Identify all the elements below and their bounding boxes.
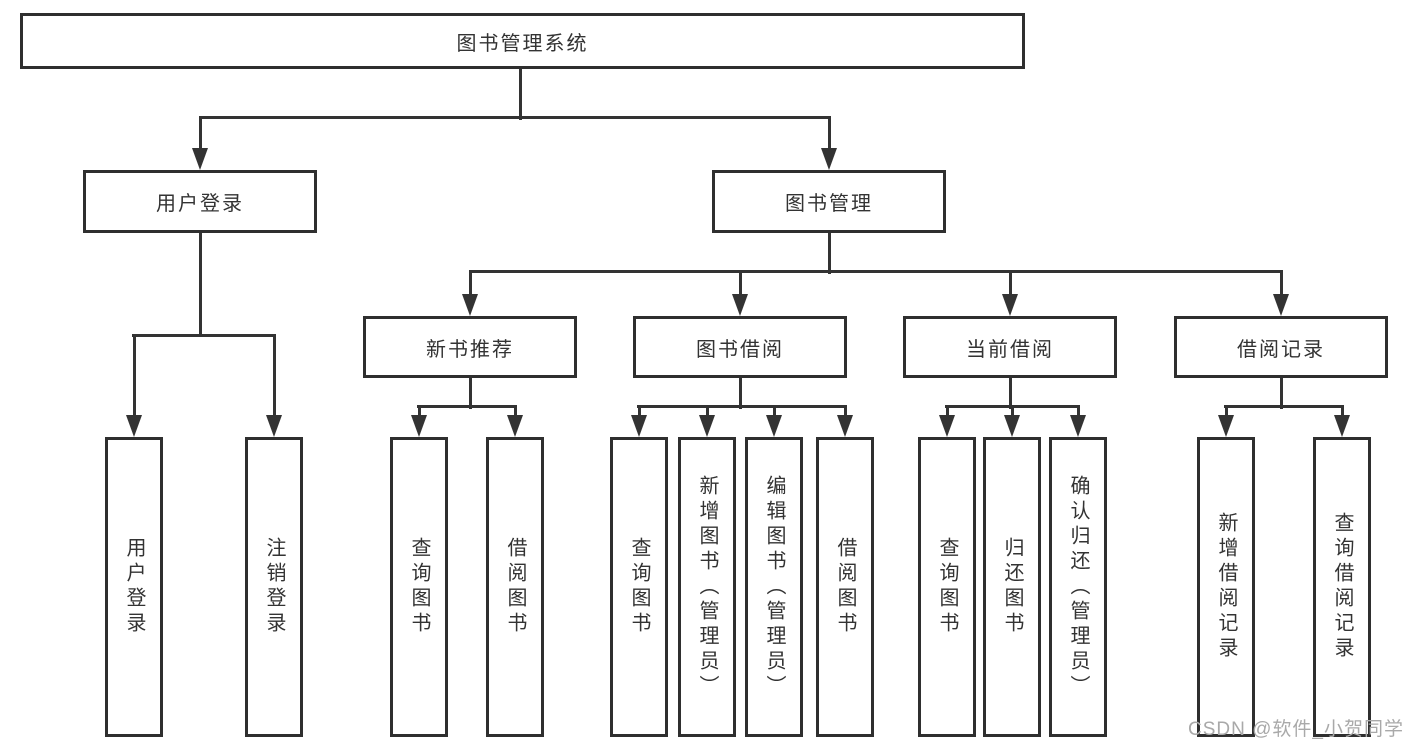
- connector-line: [828, 233, 831, 274]
- leaf-borrow-add-books-admin: 新增图书（管理员）: [678, 437, 736, 737]
- node-new-book-recommend-label: 新书推荐: [426, 338, 514, 361]
- leaf-records-query-record: 查询借阅记录: [1313, 437, 1371, 737]
- connector-line: [418, 406, 421, 418]
- leaf-current-return-books: 归还图书: [983, 437, 1041, 737]
- connector-line: [199, 116, 831, 119]
- leaf-current-query-books-label: 查询图书: [936, 537, 958, 637]
- leaf-recommend-query-books: 查询图书: [390, 437, 448, 737]
- connector-line: [519, 68, 522, 120]
- connector-line: [469, 270, 1283, 273]
- node-book-management-label: 图书管理: [785, 193, 873, 215]
- node-library-system-label: 图书管理系统: [456, 32, 589, 55]
- connector-line: [945, 405, 1080, 408]
- leaf-user-login-label: 用户登录: [123, 537, 145, 637]
- connector-arrowhead: [462, 294, 478, 316]
- connector-arrowhead: [1218, 415, 1234, 437]
- leaf-borrow-edit-books-admin-label: 编辑图书（管理员）: [763, 474, 785, 700]
- connector-arrowhead: [631, 415, 647, 437]
- leaf-current-query-books: 查询图书: [918, 437, 976, 737]
- leaf-user-login: 用户登录: [105, 437, 163, 737]
- connector-line: [1280, 376, 1283, 409]
- connector-line: [1009, 271, 1012, 296]
- connector-arrowhead: [699, 415, 715, 437]
- connector-arrowhead: [1002, 294, 1018, 316]
- node-current-borrow: 当前借阅: [903, 316, 1117, 378]
- connector-line: [739, 271, 742, 296]
- connector-line: [773, 406, 776, 418]
- connector-line: [469, 376, 472, 409]
- leaf-borrow-edit-books-admin: 编辑图书（管理员）: [745, 437, 803, 737]
- node-book-borrow: 图书借阅: [633, 316, 847, 378]
- connector-line: [828, 117, 831, 150]
- connector-arrowhead: [1070, 415, 1086, 437]
- connector-line: [1280, 271, 1283, 296]
- node-book-borrow-label: 图书借阅: [696, 338, 784, 361]
- connector-line: [946, 406, 949, 418]
- leaf-current-return-books-label: 归还图书: [1001, 537, 1023, 637]
- connector-line: [1011, 406, 1014, 418]
- connector-line: [1341, 406, 1344, 418]
- connector-line: [469, 271, 472, 296]
- connector-line: [844, 406, 847, 418]
- node-borrow-records: 借阅记录: [1174, 316, 1388, 378]
- connector-line: [638, 406, 641, 418]
- connector-line: [1009, 376, 1012, 409]
- leaf-borrow-query-books-label: 查询图书: [628, 537, 650, 637]
- leaf-recommend-borrow-books-label: 借阅图书: [504, 537, 526, 637]
- connector-arrowhead: [766, 415, 782, 437]
- connector-line: [1077, 406, 1080, 418]
- leaf-borrow-query-books: 查询图书: [610, 437, 668, 737]
- connector-arrowhead: [1334, 415, 1350, 437]
- connector-line: [1224, 405, 1344, 408]
- leaf-borrow-borrow-books: 借阅图书: [816, 437, 874, 737]
- node-user-login: 用户登录: [83, 170, 317, 233]
- connector-arrowhead: [939, 415, 955, 437]
- leaf-logout-label: 注销登录: [263, 537, 285, 637]
- connector-line: [132, 334, 276, 337]
- node-book-management: 图书管理: [712, 170, 946, 233]
- leaf-borrow-add-books-admin-label: 新增图书（管理员）: [696, 474, 718, 700]
- node-borrow-records-label: 借阅记录: [1237, 338, 1325, 361]
- connector-line: [133, 335, 136, 417]
- leaf-current-confirm-return-admin-label: 确认归还（管理员）: [1067, 474, 1089, 700]
- leaf-current-confirm-return-admin: 确认归还（管理员）: [1049, 437, 1107, 737]
- connector-line: [1225, 406, 1228, 418]
- connector-arrowhead: [821, 148, 837, 170]
- leaf-recommend-query-books-label: 查询图书: [408, 537, 430, 637]
- leaf-records-add-record-label: 新增借阅记录: [1215, 512, 1237, 662]
- connector-line: [706, 406, 709, 418]
- leaf-records-add-record: 新增借阅记录: [1197, 437, 1255, 737]
- connector-line: [637, 405, 847, 408]
- node-user-login-label: 用户登录: [156, 193, 244, 215]
- connector-arrowhead: [266, 415, 282, 437]
- connector-arrowhead: [1004, 415, 1020, 437]
- connector-arrowhead: [126, 415, 142, 437]
- leaf-records-query-record-label: 查询借阅记录: [1331, 512, 1353, 662]
- connector-line: [417, 405, 517, 408]
- leaf-recommend-borrow-books: 借阅图书: [486, 437, 544, 737]
- connector-arrowhead: [837, 415, 853, 437]
- node-current-borrow-label: 当前借阅: [966, 338, 1054, 361]
- node-new-book-recommend: 新书推荐: [363, 316, 577, 378]
- connector-arrowhead: [507, 415, 523, 437]
- connector-line: [739, 376, 742, 409]
- node-library-system: 图书管理系统: [20, 13, 1025, 69]
- leaf-borrow-borrow-books-label: 借阅图书: [834, 537, 856, 637]
- connector-arrowhead: [732, 294, 748, 316]
- connector-line: [199, 117, 202, 150]
- connector-arrowhead: [411, 415, 427, 437]
- connector-line: [514, 406, 517, 418]
- connector-arrowhead: [1273, 294, 1289, 316]
- connector-line: [199, 233, 202, 337]
- connector-arrowhead: [192, 148, 208, 170]
- leaf-logout: 注销登录: [245, 437, 303, 737]
- connector-line: [273, 335, 276, 417]
- watermark: CSDN @软件_小贺同学: [1188, 719, 1404, 740]
